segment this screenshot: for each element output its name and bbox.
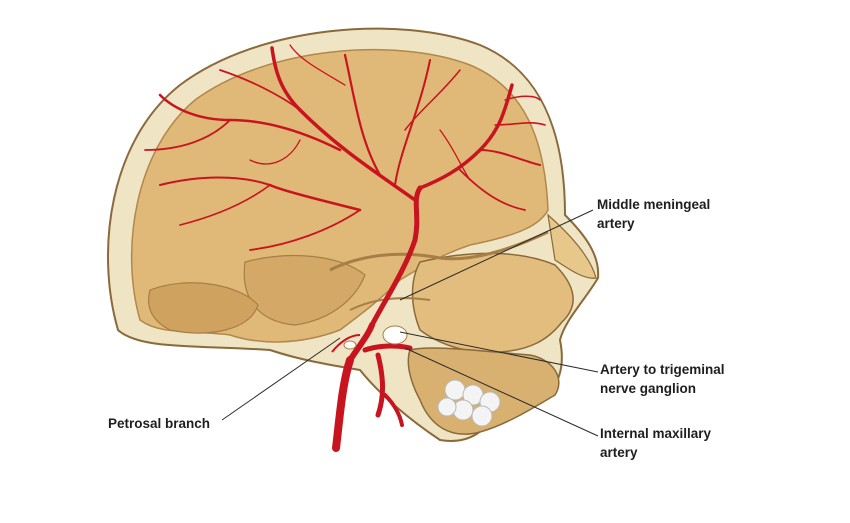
label-middle-meningeal-artery: Middle meningeal artery: [597, 195, 710, 233]
cranial-cavity: [130, 48, 549, 343]
leader-middle-meningeal: [399, 209, 594, 301]
label-internal-maxillary-line1: Internal maxillary: [600, 426, 712, 441]
label-artery-to-trigeminal-ganglion: Artery to trigeminal nerve ganglion: [600, 360, 725, 398]
leader-trigeminal: [399, 331, 599, 373]
leader-internal-maxillary: [404, 347, 599, 437]
middle-meningeal-artery: [144, 44, 546, 328]
label-petrosal-line1: Petrosal branch: [108, 416, 211, 431]
label-trigeminal-line2: nerve ganglion: [600, 381, 697, 396]
label-middle-meningeal-line1: Middle meningeal: [597, 197, 711, 212]
leader-lines: [221, 209, 599, 437]
posterior-cranial-fossa: [148, 282, 259, 334]
leader-petrosal: [221, 337, 341, 421]
petrosal-branch-vessel: [331, 334, 361, 353]
sphenoid-ridge: [329, 230, 549, 272]
nasal-bone: [547, 213, 597, 279]
label-internal-maxillary-artery: Internal maxillary artery: [600, 424, 711, 462]
facial-skeleton: [411, 252, 574, 354]
label-petrosal-branch: Petrosal branch: [108, 414, 210, 433]
label-middle-meningeal-line2: artery: [597, 216, 635, 231]
teeth: [437, 379, 501, 427]
foramen-ovale: [343, 340, 357, 350]
label-internal-maxillary-line2: artery: [600, 445, 638, 460]
external-carotid-artery: [332, 322, 413, 452]
label-trigeminal-line1: Artery to trigeminal: [600, 362, 725, 377]
foramen-spinosum: [382, 325, 408, 345]
